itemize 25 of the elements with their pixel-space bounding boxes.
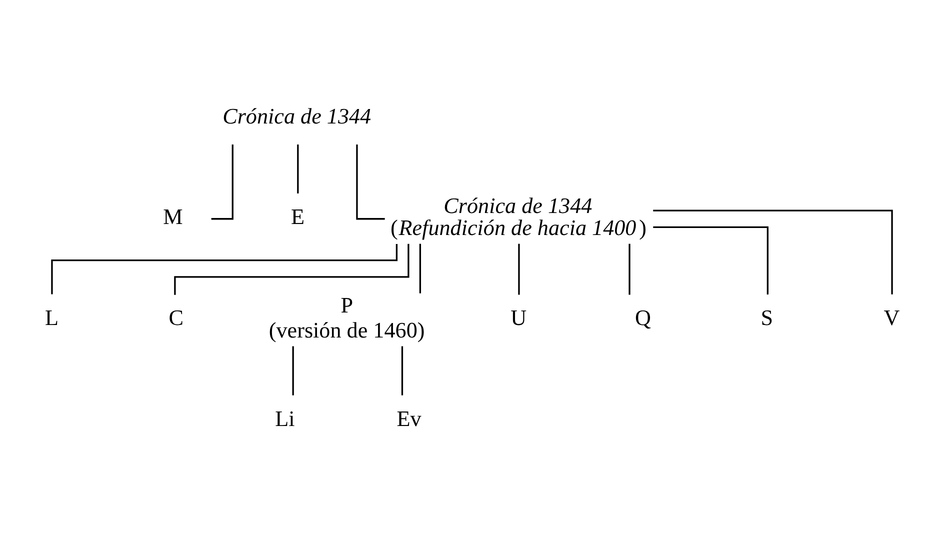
- node-text: C: [168, 304, 184, 330]
- connector: [211, 144, 234, 220]
- connector: [174, 243, 410, 294]
- node-text: V: [884, 304, 900, 330]
- connector: [297, 144, 299, 193]
- connector: [401, 346, 404, 395]
- node-text: L: [45, 304, 59, 330]
- connector: [653, 226, 768, 294]
- node-text: Crónica de 1344: [222, 102, 372, 128]
- node-text: S: [760, 304, 774, 330]
- node-text: Li: [275, 405, 295, 430]
- connector: [628, 243, 630, 294]
- node-text: P (versión de 1460): [268, 292, 425, 342]
- connector: [518, 243, 520, 294]
- node-text: Crónica de 1344 (Refundición de hacia 1400): [390, 192, 647, 240]
- connector: [51, 243, 398, 294]
- node-text: U: [510, 304, 527, 330]
- node-text: Ev: [396, 405, 422, 430]
- node-text: E: [291, 204, 304, 229]
- node-text: Q: [635, 304, 652, 330]
- connector: [653, 209, 893, 294]
- connector: [419, 243, 422, 293]
- node-text: M: [163, 204, 183, 229]
- connector: [356, 144, 385, 220]
- connector: [292, 346, 294, 395]
